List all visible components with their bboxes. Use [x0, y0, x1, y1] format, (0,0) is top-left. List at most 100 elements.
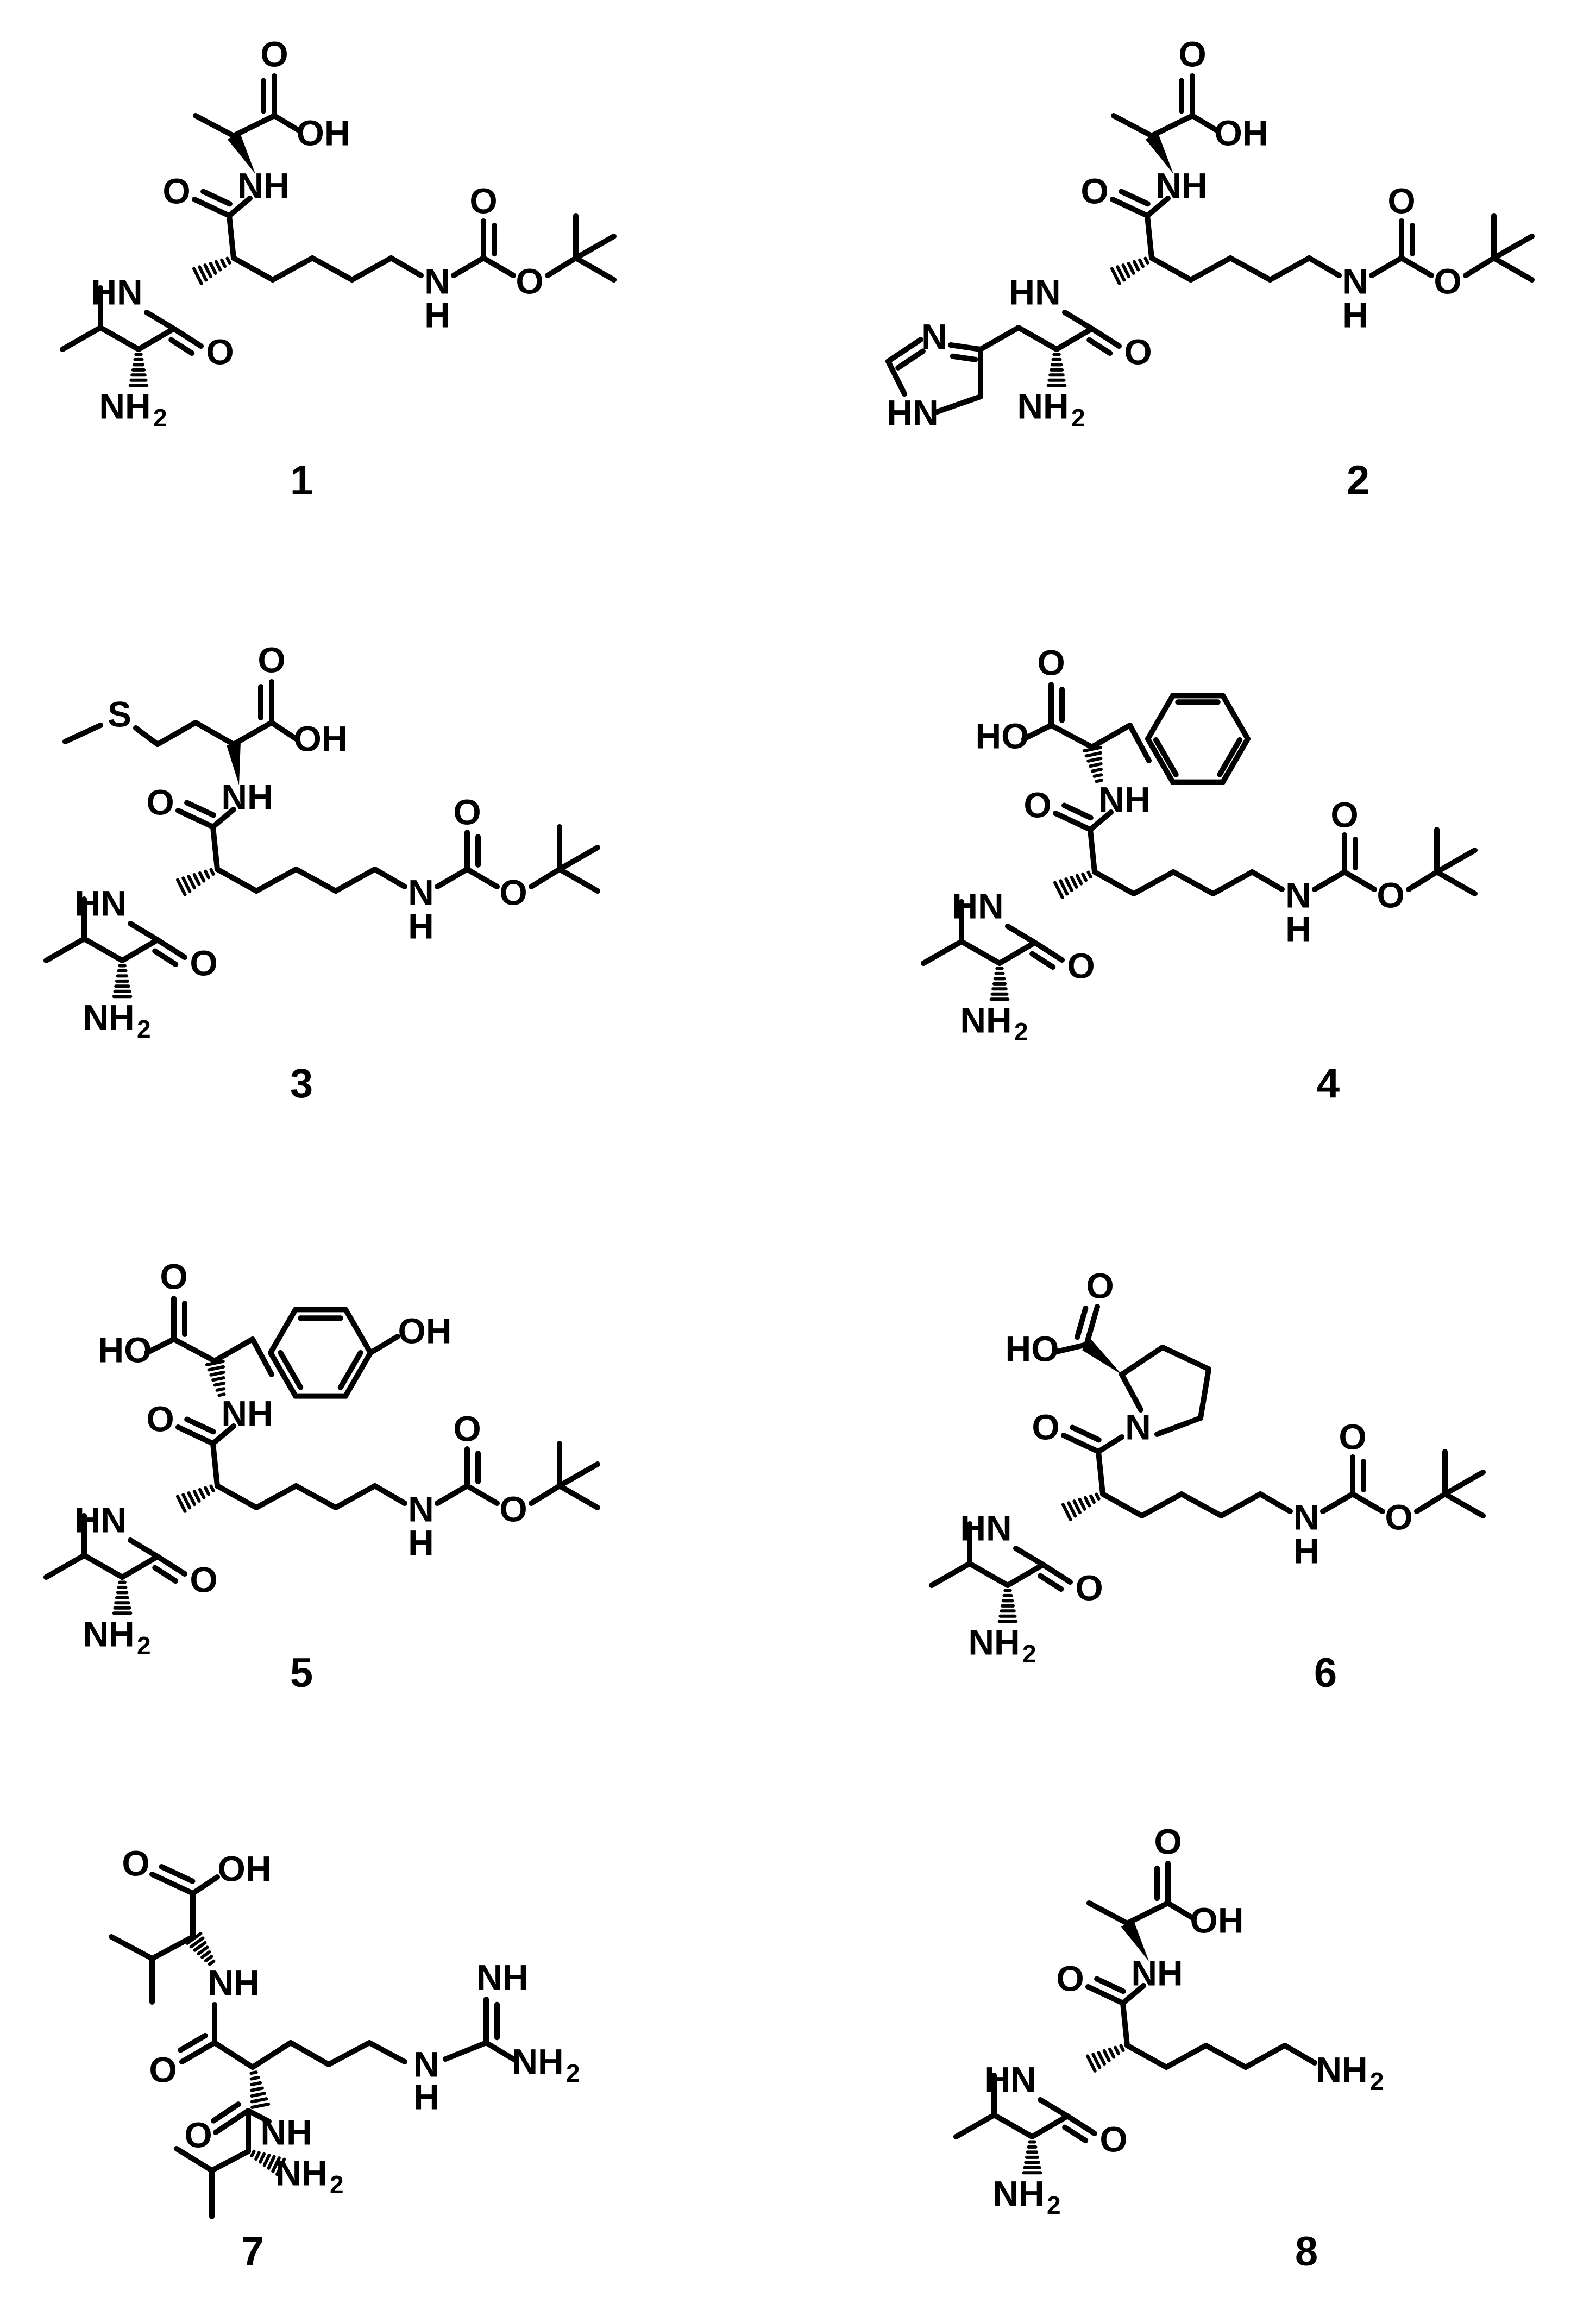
- atom-label: S: [108, 694, 131, 734]
- bond: [950, 353, 978, 362]
- hash-bond-segment: [1064, 877, 1073, 893]
- bond: [1188, 255, 1233, 283]
- bond: [171, 326, 204, 349]
- bond: [175, 808, 216, 830]
- hash-bond-segment: [1095, 1492, 1101, 1501]
- bond: [1005, 1562, 1046, 1588]
- bond: [1350, 1491, 1385, 1514]
- bond: [1312, 869, 1347, 892]
- bond: [1217, 737, 1243, 777]
- bond: [1414, 1491, 1448, 1514]
- bond: [1434, 848, 1478, 875]
- hash-bond-segment: [1078, 1497, 1086, 1511]
- bond: [278, 1350, 304, 1390]
- atom-label: O: [469, 180, 497, 221]
- bond: [250, 1336, 274, 1377]
- bond: [1491, 234, 1535, 261]
- hash-bond-segment: [1091, 2053, 1102, 2069]
- hash-bond-segment: [189, 1936, 205, 1949]
- bond: [62, 723, 103, 744]
- bond: [1306, 255, 1342, 278]
- bond: [1084, 1304, 1100, 1347]
- bond: [1096, 1449, 1105, 1497]
- hash-bond-segment: [250, 2086, 264, 2092]
- bond: [1070, 1424, 1102, 1443]
- bond: [1061, 802, 1094, 821]
- bond: [109, 1934, 155, 1961]
- atom-label: OH: [218, 1848, 272, 1888]
- hash-bond-segment: [192, 1489, 201, 1503]
- bond: [368, 1334, 400, 1355]
- atom-label: NH: [1017, 386, 1069, 426]
- bond: [1171, 869, 1216, 896]
- hash-bond-segment: [192, 267, 203, 285]
- atom-label: N: [1285, 875, 1311, 915]
- atom-label-subscript: 2: [566, 2059, 580, 2087]
- bond: [246, 2108, 272, 2124]
- bond: [1029, 2113, 1070, 2139]
- atom-label: NH: [1155, 165, 1207, 205]
- bond: [1153, 737, 1179, 777]
- hash-bond-segment: [213, 1382, 226, 1387]
- bond: [1249, 869, 1285, 892]
- bond: [98, 325, 141, 352]
- bond: [1124, 2043, 1169, 2070]
- bond: [1016, 325, 1059, 352]
- bond: [43, 1553, 87, 1580]
- bond: [1220, 693, 1251, 742]
- atom-label: HO: [976, 716, 1029, 756]
- bond: [367, 2040, 407, 2064]
- hash-bond-segment: [175, 1495, 187, 1513]
- atom-label: O: [1067, 945, 1095, 986]
- compound-number: 5: [290, 1650, 313, 1696]
- bond: [1149, 113, 1195, 139]
- atom-label: O: [190, 943, 217, 983]
- bond: [1119, 1372, 1143, 1413]
- atom-label: OH: [1215, 112, 1268, 153]
- bond: [1282, 2043, 1317, 2066]
- bond: [529, 867, 562, 889]
- bond: [231, 720, 274, 747]
- bond: [1131, 869, 1176, 896]
- atom-label: O: [146, 782, 174, 822]
- bond: [1061, 1433, 1101, 1454]
- bond: [337, 1350, 363, 1390]
- bond: [1032, 940, 1065, 963]
- bond: [997, 940, 1038, 966]
- bond: [149, 1872, 196, 1896]
- bond: [128, 921, 160, 943]
- atom-label: NH: [992, 2173, 1044, 2213]
- atom-label: O: [453, 792, 481, 832]
- bond: [557, 1461, 600, 1489]
- hash-bond-segment: [267, 2155, 276, 2170]
- bond: [1228, 255, 1273, 283]
- compound-number: 3: [290, 1060, 313, 1107]
- compound-number: 2: [1347, 457, 1369, 504]
- hash-bond-segment: [249, 2075, 260, 2081]
- hash-bond-segment: [1119, 2044, 1125, 2052]
- bond: [1145, 213, 1154, 261]
- bond: [895, 348, 926, 371]
- bond: [1406, 869, 1440, 892]
- bond: [1013, 1546, 1046, 1567]
- bond: [929, 1561, 972, 1588]
- bond: [193, 720, 236, 747]
- atom-label: NH: [275, 2152, 327, 2193]
- bond: [210, 824, 220, 872]
- bond: [200, 189, 233, 207]
- hash-bond-segment: [197, 1945, 209, 1956]
- hash-bond-segment: [1116, 265, 1126, 282]
- hash-bond-segment: [175, 878, 187, 896]
- bond: [1179, 1491, 1224, 1518]
- bond: [1442, 1491, 1486, 1518]
- compound-number: 6: [1314, 1650, 1337, 1696]
- bond: [545, 255, 579, 278]
- bond: [464, 867, 500, 889]
- bond: [227, 213, 236, 261]
- atom-label-subscript: 2: [153, 404, 167, 432]
- bond: [1369, 255, 1404, 278]
- bond: [210, 1423, 236, 1446]
